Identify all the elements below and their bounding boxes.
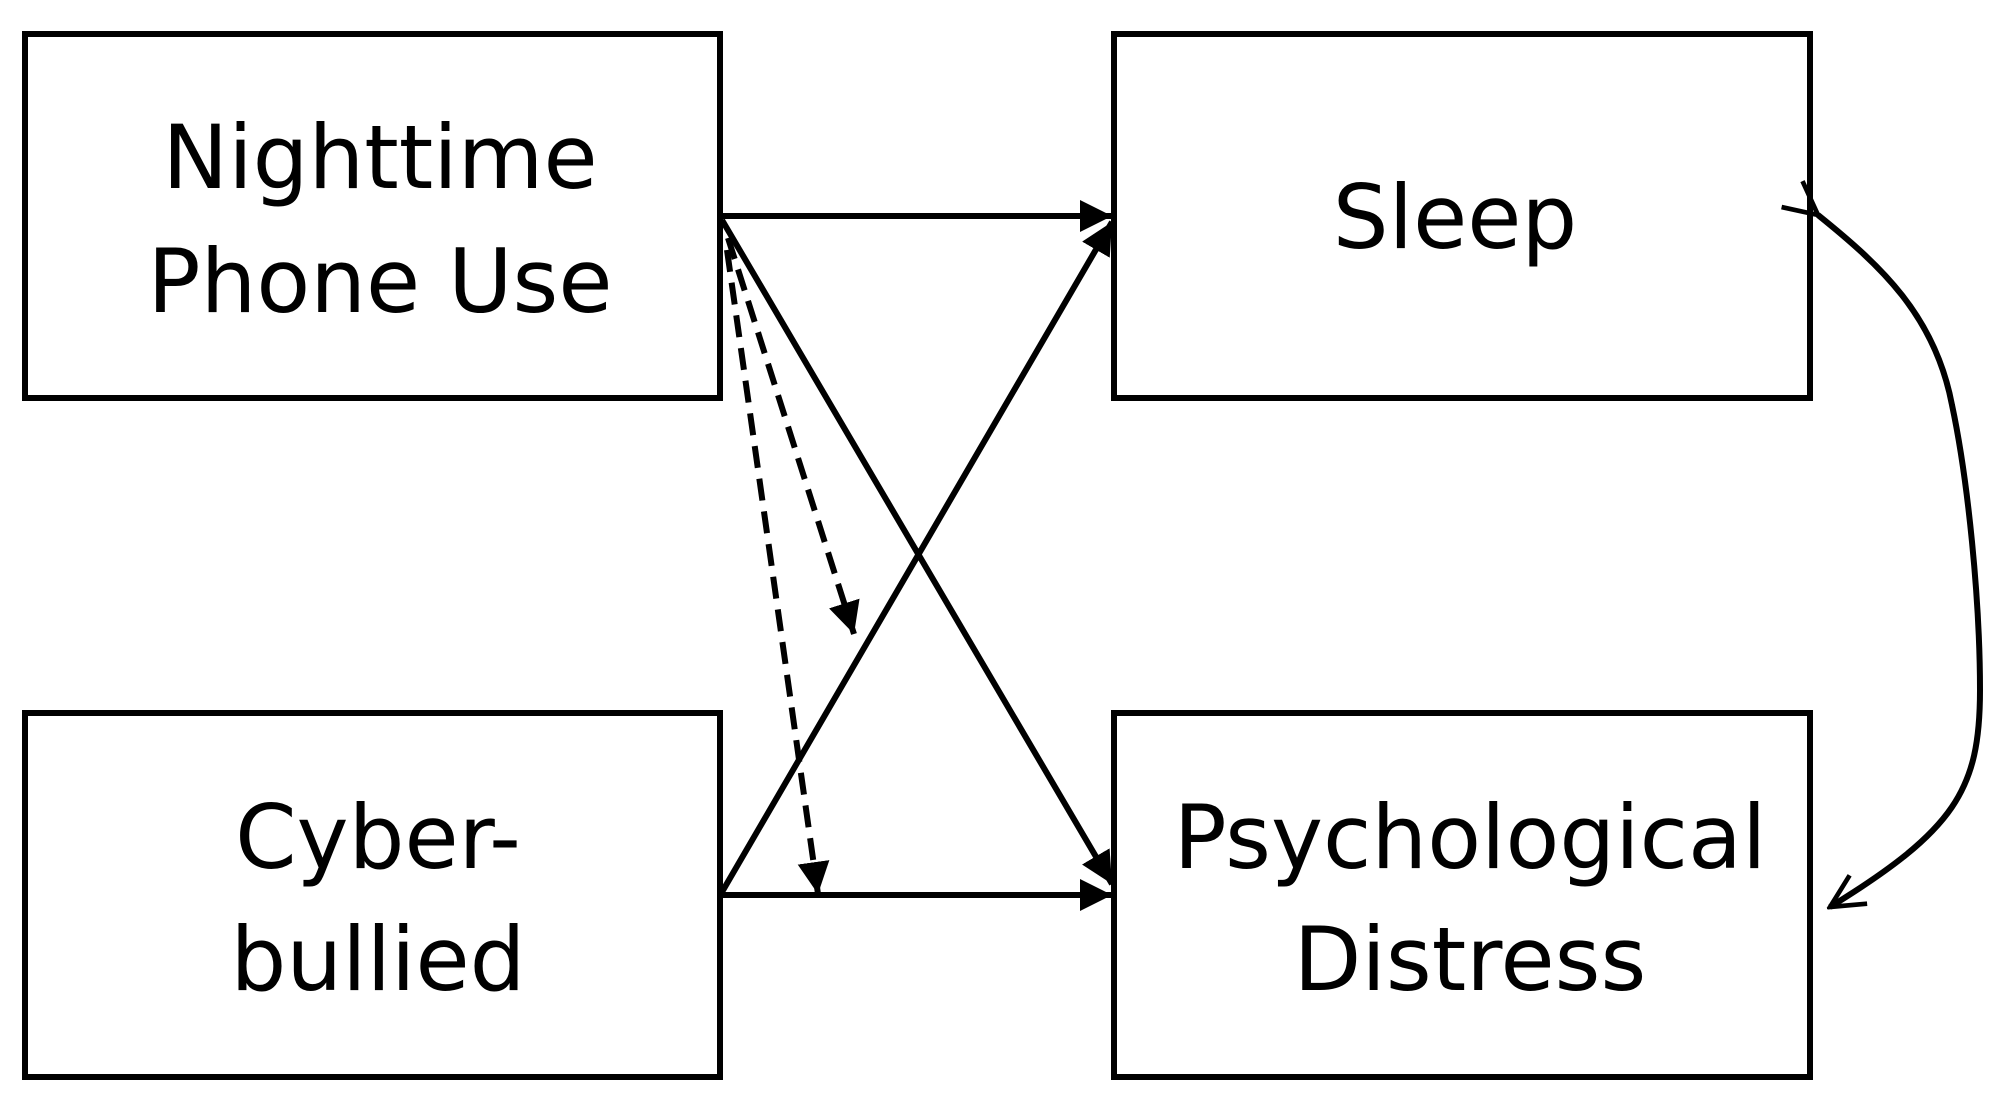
psychological-distress-box — [1111, 710, 1813, 1080]
phone-use-label-line1: Nighttime — [162, 106, 597, 209]
phone-use-box — [22, 31, 723, 401]
dashed-arrow-to-cyberbullied-distress-path — [724, 249, 830, 895]
sleep-label: Sleep — [1333, 166, 1577, 269]
correlation-sleep-distress — [1818, 215, 1984, 907]
cyberbullied-box — [22, 710, 723, 1080]
dashed-arrow-to-phone-distress-path — [725, 237, 860, 635]
arrow-cyberbullied-to-sleep — [719, 220, 1115, 894]
psychological-distress-label-line1: Psychological — [1174, 786, 1767, 889]
cyberbullied-label-line1: Cyber- — [235, 786, 521, 889]
psychological-distress-label-line2: Distress — [1294, 908, 1647, 1011]
phone-use-label-line2: Phone Use — [148, 230, 613, 333]
cyberbullied-label-line2: bullied — [231, 908, 526, 1011]
